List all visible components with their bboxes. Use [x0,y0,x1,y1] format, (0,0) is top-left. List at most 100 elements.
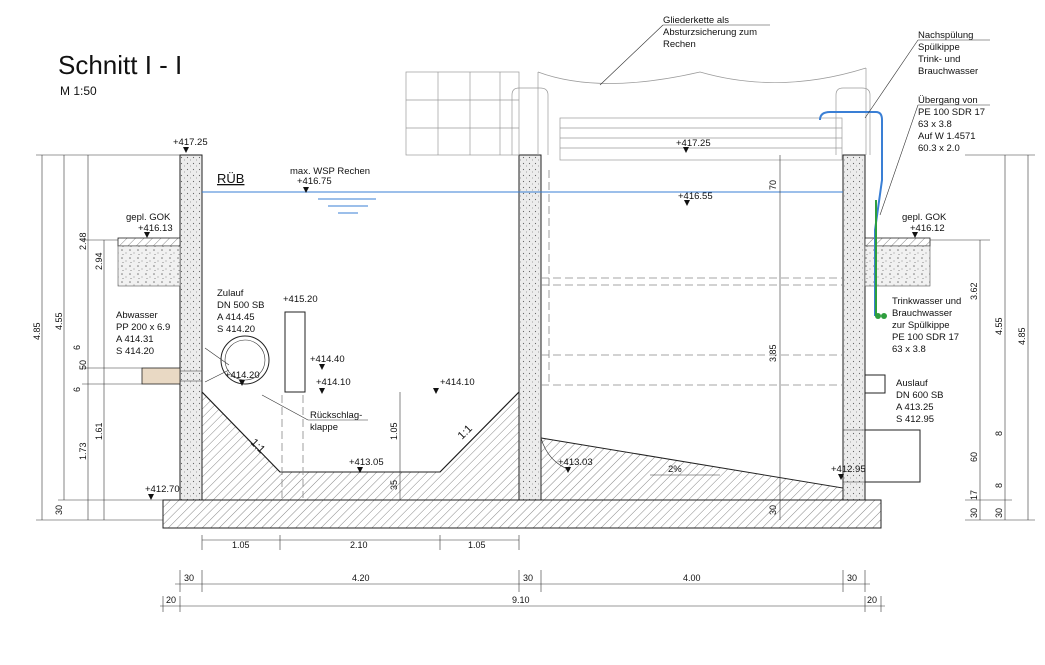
gliederkette-line-0: Gliederkette als [663,15,729,26]
bottom-dimensions: 1.05 2.10 1.05 30 4.20 30 4.00 30 20 9.1… [160,535,885,612]
dim-b420: 4.20 [352,573,370,583]
middle-wall [518,154,542,501]
zulauf-line-0: Zulauf [217,288,244,299]
wsp-level: +416.75 [297,176,332,187]
zulauf-line-2: A 414.45 [217,312,255,323]
drawing-scale: M 1:50 [60,84,97,98]
dim-r362: 3.62 [969,282,979,300]
dim-385: 3.85 [768,344,778,362]
base-slab [162,499,882,529]
auslauf-line-0: Auslauf [896,378,928,389]
dim-r30a: 30 [969,508,979,518]
gradient: 2% [668,464,682,475]
trinkwasser-line-0: Trinkwasser und [892,296,961,307]
ground-left [117,245,181,287]
abwasser-line-3: S 414.20 [116,346,154,357]
abwasser-line-0: Abwasser [116,310,158,321]
auslauf-line-1: DN 600 SB [896,390,944,401]
uebergang-line-4: 60.3 x 2.0 [918,143,960,154]
uebergang-line-1: PE 100 SDR 17 [918,107,985,118]
nachspuelung-line-1: Spülkippe [918,42,960,53]
level-41270: +412.70 [145,484,180,495]
abwasser-line-1: PP 200 x 6.9 [116,322,170,333]
dim-b30c: 30 [847,573,857,583]
trinkwasser-line-2: zur Spülkippe [892,320,950,331]
abwasser-line-2: A 414.31 [116,334,154,345]
dim-6a: 6 [72,345,82,350]
chamber-label: RÜB [217,171,244,186]
gliederkette-line-1: Absturzsicherung zum [663,27,757,38]
nachspuelung-line-3: Brauchwasser [918,66,978,77]
nachspuelung-line-0: Nachspülung [918,30,973,41]
dim-248: 2.48 [78,232,88,250]
baffle-wall [284,311,306,393]
dim-30l: 30 [54,505,64,515]
dim-105v: 1.05 [389,422,399,440]
left-wall [179,154,203,501]
level-41295: +412.95 [831,464,866,475]
rueckschlag-line-1: klappe [310,422,338,433]
dim-b30a: 30 [184,573,194,583]
uebergang-line-2: 63 x 3.8 [918,119,952,130]
level-top-left: +417.25 [173,137,208,148]
gok-right-title: gepl. GOK [902,212,947,223]
dim-left-outer: 4.85 [32,322,42,340]
gok-right-level: +416.12 [910,223,945,234]
screen-unit [559,117,843,161]
inlet-pipe [220,335,270,385]
dim-35: 35 [389,480,399,490]
right-dimensions: 3.62 4.55 4.85 8 60 8 17 30 30 [930,154,1035,521]
auslauf-line-2: A 413.25 [896,402,934,413]
trinkwasser-line-1: Brauchwasser [892,308,952,319]
level-41440: +414.40 [310,354,345,365]
dim-70: 70 [768,180,778,190]
gliederkette-line-2: Rechen [663,39,696,50]
dim-b105a: 1.05 [232,540,250,550]
level-41305: +413.05 [349,457,384,468]
dim-b400: 4.00 [683,573,701,583]
level-41303: +413.03 [558,457,593,468]
dim-b20b: 20 [867,595,877,605]
dim-r17: 17 [969,490,979,500]
gok-left-level: +416.13 [138,223,173,234]
auslauf-line-3: S 412.95 [896,414,934,425]
dim-r30b: 30 [994,508,1004,518]
right-floor [540,437,844,501]
uebergang-line-3: Auf W 1.4571 [918,131,976,142]
level-41410b: +414.10 [440,377,475,388]
dim-b210: 2.10 [350,540,368,550]
outlet-pipe [864,429,921,483]
dim-left-mid: 4.55 [54,312,64,330]
level-top-right: +417.25 [676,138,711,149]
dim-294: 2.94 [94,252,104,270]
level-41410a: +414.10 [316,377,351,388]
zulauf-line-3: S 414.20 [217,324,255,335]
gok-left-title: gepl. GOK [126,212,171,223]
dim-b105b: 1.05 [468,540,486,550]
dim-r485: 4.85 [1017,327,1027,345]
gok-slab-left [117,237,181,247]
dim-50: 50 [78,360,88,370]
right-wall [842,154,866,501]
wastewater-pipe [141,367,181,385]
uebergang-line-0: Übergang von [918,95,978,106]
dim-r60: 60 [969,452,979,462]
dim-b20a: 20 [166,595,176,605]
level-41420: +414.20 [225,370,260,381]
dim-161: 1.61 [94,422,104,440]
dim-173: 1.73 [78,442,88,460]
level-41520: +415.20 [283,294,318,305]
dim-b910: 9.10 [512,595,530,605]
drawing-title: Schnitt I - I [58,50,182,80]
dim-r8b: 8 [994,483,1004,488]
dim-r455: 4.55 [994,317,1004,335]
trinkwasser-line-4: 63 x 3.8 [892,344,926,355]
supply-pipe [819,111,883,316]
dim-r8a: 8 [994,431,1004,436]
zulauf-line-1: DN 500 SB [217,300,265,311]
nachspuelung-line-2: Trink- und [918,54,960,65]
trinkwasser-line-3: PE 100 SDR 17 [892,332,959,343]
railing [405,71,520,156]
dim-b30b: 30 [523,573,533,583]
